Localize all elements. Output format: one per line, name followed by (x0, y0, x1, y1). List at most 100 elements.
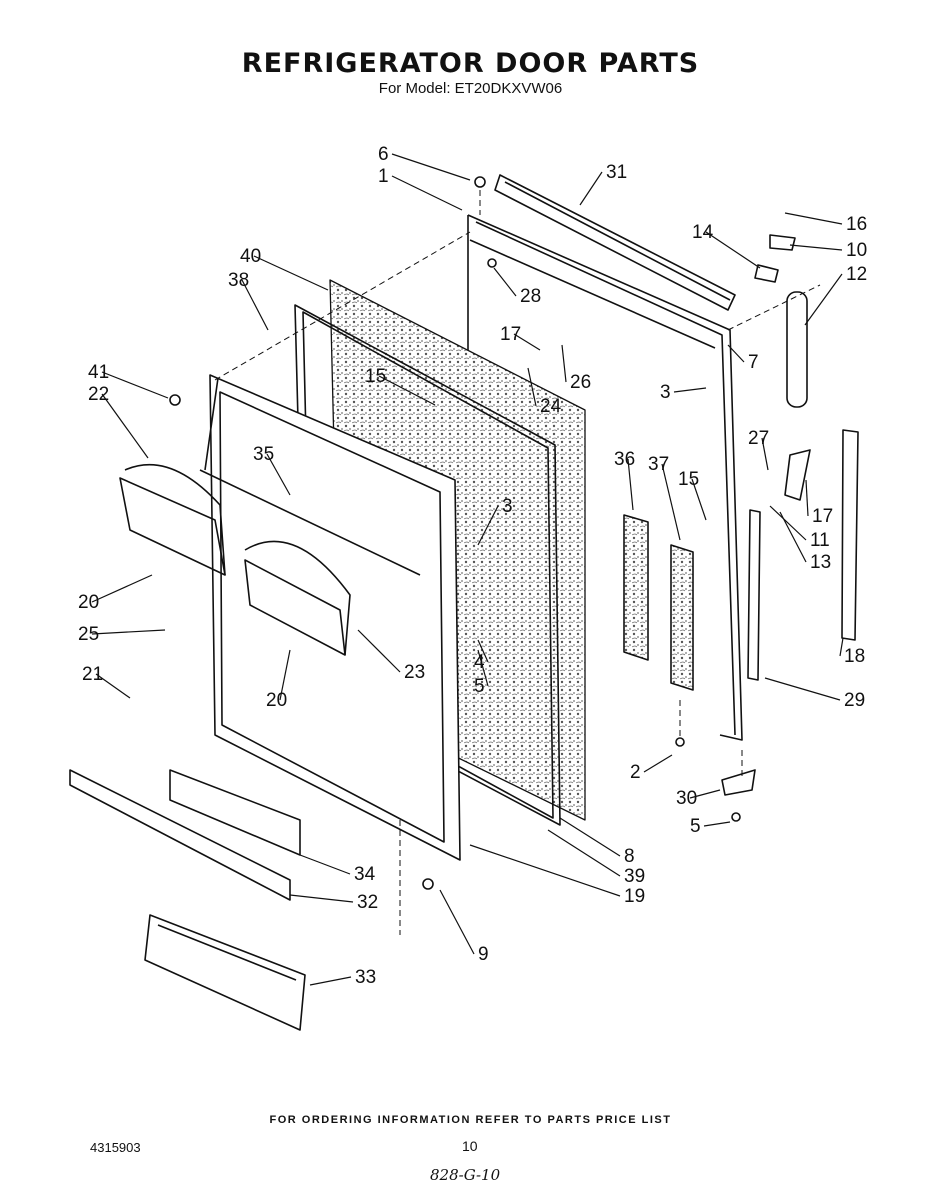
inner-door-liner (199, 374, 461, 861)
side-trim-strip (841, 429, 859, 641)
callout-leader-30 (689, 789, 721, 799)
callout-label-15: 15 (678, 469, 699, 490)
callout-label-35: 35 (253, 444, 274, 465)
bar-32 (69, 769, 291, 901)
callout-leader-3 (673, 387, 707, 393)
callout-label-40: 40 (240, 246, 261, 267)
shelf-bin-23 (244, 540, 351, 656)
callout-label-20: 20 (266, 690, 287, 711)
side-strip-29 (747, 509, 761, 681)
callout-leader-31 (579, 171, 603, 206)
page-title: REFRIGERATOR DOOR PARTS (241, 48, 700, 79)
callout-leader-21 (95, 673, 131, 699)
callout-leader-37 (661, 463, 681, 541)
assembly-lines (214, 190, 821, 935)
callout-leader-29 (764, 677, 841, 701)
callout-leader-16 (784, 212, 843, 225)
callout-label-18: 18 (844, 646, 865, 667)
callout-leader-26 (561, 344, 567, 383)
callout-leader-15 (378, 375, 436, 406)
callout-leader-35 (266, 453, 291, 496)
document-number: 4315903 (90, 1140, 141, 1155)
callout-label-2: 2 (630, 762, 641, 783)
callout-leader-22 (101, 393, 149, 459)
callout-leader-20 (91, 574, 153, 603)
page-number: 10 (462, 1138, 478, 1154)
callout-leader-1 (391, 175, 463, 211)
bin-34 (169, 769, 301, 856)
bin-33 (144, 914, 306, 1031)
callout-label-34: 34 (354, 864, 376, 885)
callout-leader-36 (627, 458, 634, 511)
callout-label-25: 25 (78, 624, 99, 645)
foam-strips (623, 514, 694, 691)
hinge-parts (169, 176, 811, 890)
callout-label-38: 38 (228, 270, 249, 291)
callout-label-6: 6 (378, 144, 389, 165)
callout-leader-28 (493, 267, 517, 297)
callout-label-39: 39 (624, 866, 645, 887)
callout-label-7: 7 (748, 352, 759, 373)
callout-leader-9 (439, 889, 475, 955)
callout-leader-38 (241, 279, 269, 331)
callout-leader-39 (547, 829, 621, 877)
callout-label-20: 20 (78, 592, 99, 613)
callout-label-36: 36 (614, 449, 635, 470)
callout-label-21: 21 (82, 664, 103, 685)
handwritten-note: 828-G-10 (430, 1166, 501, 1184)
callout-label-5: 5 (690, 816, 701, 837)
callout-leader-4 (477, 639, 489, 663)
callout-label-14: 14 (692, 222, 714, 243)
callout-leader-17 (513, 333, 541, 351)
callout-label-10: 10 (846, 240, 867, 261)
model-subtitle: For Model: ET20DKXVW06 (378, 80, 563, 97)
callout-label-29: 29 (844, 690, 865, 711)
callout-leader-10 (789, 244, 843, 251)
callout-leader-19 (469, 844, 621, 897)
callout-leader-11 (769, 505, 807, 541)
callout-label-9: 9 (478, 944, 489, 965)
callout-label-4: 4 (474, 652, 485, 673)
callout-label-22: 22 (88, 384, 109, 405)
callout-label-28: 28 (520, 286, 541, 307)
callout-label-33: 33 (355, 967, 376, 988)
callout-leader-12 (804, 273, 843, 326)
callout-label-8: 8 (624, 846, 635, 867)
callout-leader-18 (839, 637, 844, 657)
callout-label-31: 31 (606, 162, 627, 183)
callout-label-26: 26 (570, 372, 591, 393)
door-handle-tube (786, 291, 808, 408)
callout-label-17: 17 (500, 324, 521, 345)
callout-label-41: 41 (88, 362, 109, 383)
callout-leader-41 (101, 371, 169, 399)
callout-leader-2 (643, 754, 673, 773)
callout-leader-5 (477, 649, 489, 687)
callout-leader-7 (727, 344, 745, 363)
callout-leader-6 (391, 153, 471, 181)
callout-label-24: 24 (540, 396, 562, 417)
callout-leader-13 (779, 511, 807, 563)
callout-leader-25 (91, 629, 166, 635)
callout-label-23: 23 (404, 662, 425, 683)
callout-label-11: 11 (810, 530, 830, 551)
callout-label-3: 3 (660, 382, 671, 403)
callout-leader-32 (289, 894, 354, 903)
callout-label-12: 12 (846, 264, 867, 285)
callout-label-19: 19 (624, 886, 645, 907)
callout-label-27: 27 (748, 428, 769, 449)
callout-leader-20 (279, 649, 291, 701)
callout-leader-24 (527, 367, 537, 407)
callout-leader-40 (253, 255, 329, 291)
callout-label-15: 15 (365, 366, 386, 387)
callout-label-5: 5 (474, 676, 485, 697)
callout-label-30: 30 (676, 788, 697, 809)
callout-label-13: 13 (810, 552, 831, 573)
callout-leader-3 (477, 505, 499, 546)
callout-leader-23 (357, 629, 401, 673)
callout-leader-8 (559, 817, 621, 857)
callout-label-16: 16 (846, 214, 867, 235)
callout-leader-5 (703, 821, 731, 827)
callout-label-1: 1 (378, 166, 389, 187)
